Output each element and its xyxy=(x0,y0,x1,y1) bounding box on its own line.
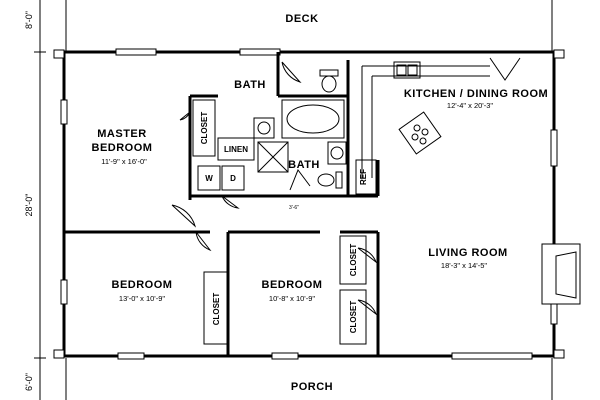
lower-right-closet-label: CLOSET xyxy=(349,301,358,334)
porch-outline xyxy=(65,358,553,400)
middle-bedroom-dimensions: 10'-8" x 10'-9" xyxy=(269,294,315,303)
kitchen-label: KITCHEN / DINING ROOM xyxy=(404,88,548,100)
windows xyxy=(60,48,558,360)
interior-walls xyxy=(64,52,380,356)
mid-bath-label: BATH xyxy=(288,159,320,171)
washer-dryer xyxy=(197,165,245,191)
top-side-dimension: 8'-0" xyxy=(24,11,34,29)
left-bedroom-label: BEDROOM xyxy=(112,279,173,291)
middle-bedroom-label: BEDROOM xyxy=(262,279,323,291)
toilets xyxy=(317,69,343,189)
exterior-walls xyxy=(53,49,565,359)
top-bath-label: BATH xyxy=(234,79,266,91)
master-dimensions: 11'-9" x 16'-0" xyxy=(101,157,147,166)
closet-shelves xyxy=(192,99,367,345)
kitchen-counter xyxy=(355,65,490,195)
upper-right-closet-label: CLOSET xyxy=(349,244,358,277)
ref-label: REF xyxy=(359,169,368,185)
deck-label: DECK xyxy=(285,13,318,25)
left-bedroom-closet-label: CLOSET xyxy=(212,293,221,326)
hall-width-label: 3'-6" xyxy=(289,205,299,211)
living-room-label: LIVING ROOM xyxy=(428,247,507,259)
door-swings xyxy=(171,57,521,316)
deck-outline xyxy=(65,0,553,52)
fireplace xyxy=(541,243,581,305)
bathtub xyxy=(281,99,345,139)
washer-label: W xyxy=(205,174,213,183)
linen-label: LINEN xyxy=(224,145,248,154)
left-bedroom-dimensions: 13'-0" x 10'-9" xyxy=(119,294,165,303)
master-closet-label: CLOSET xyxy=(200,112,209,145)
shower-stall xyxy=(257,141,289,173)
dryer-label: D xyxy=(230,174,236,183)
side-dimension-line xyxy=(34,0,46,400)
living-room-dimensions: 18'-3" x 14'-5" xyxy=(441,261,487,270)
bottom-side-dimension: 6'-0" xyxy=(24,373,34,391)
porch-label: PORCH xyxy=(291,381,333,393)
master-label-line2: BEDROOM xyxy=(92,142,153,154)
kitchen-island xyxy=(398,111,442,155)
middle-side-dimension: 28'-0" xyxy=(24,194,34,217)
kitchen-dimensions: 12'-4" x 20'-3" xyxy=(447,101,493,110)
master-label-line1: MASTER xyxy=(97,128,146,140)
